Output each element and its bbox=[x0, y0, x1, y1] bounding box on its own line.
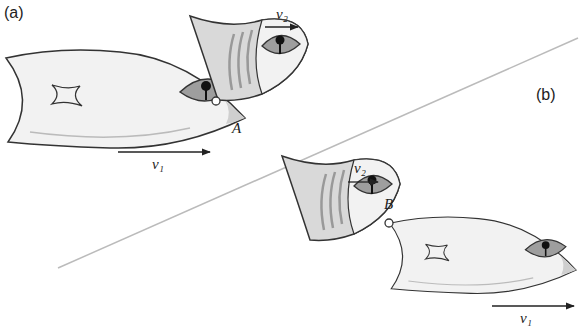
point-label: A bbox=[232, 120, 241, 137]
velocity-label: v₁ bbox=[152, 156, 164, 173]
velocity-label: v₂ bbox=[354, 160, 366, 177]
velocity-label: v₁ bbox=[520, 310, 532, 327]
panel-label: (b) bbox=[536, 86, 556, 104]
point-label: B bbox=[384, 196, 393, 213]
panel-label: (a) bbox=[4, 4, 24, 22]
velocity-label: v₂ bbox=[276, 6, 288, 23]
